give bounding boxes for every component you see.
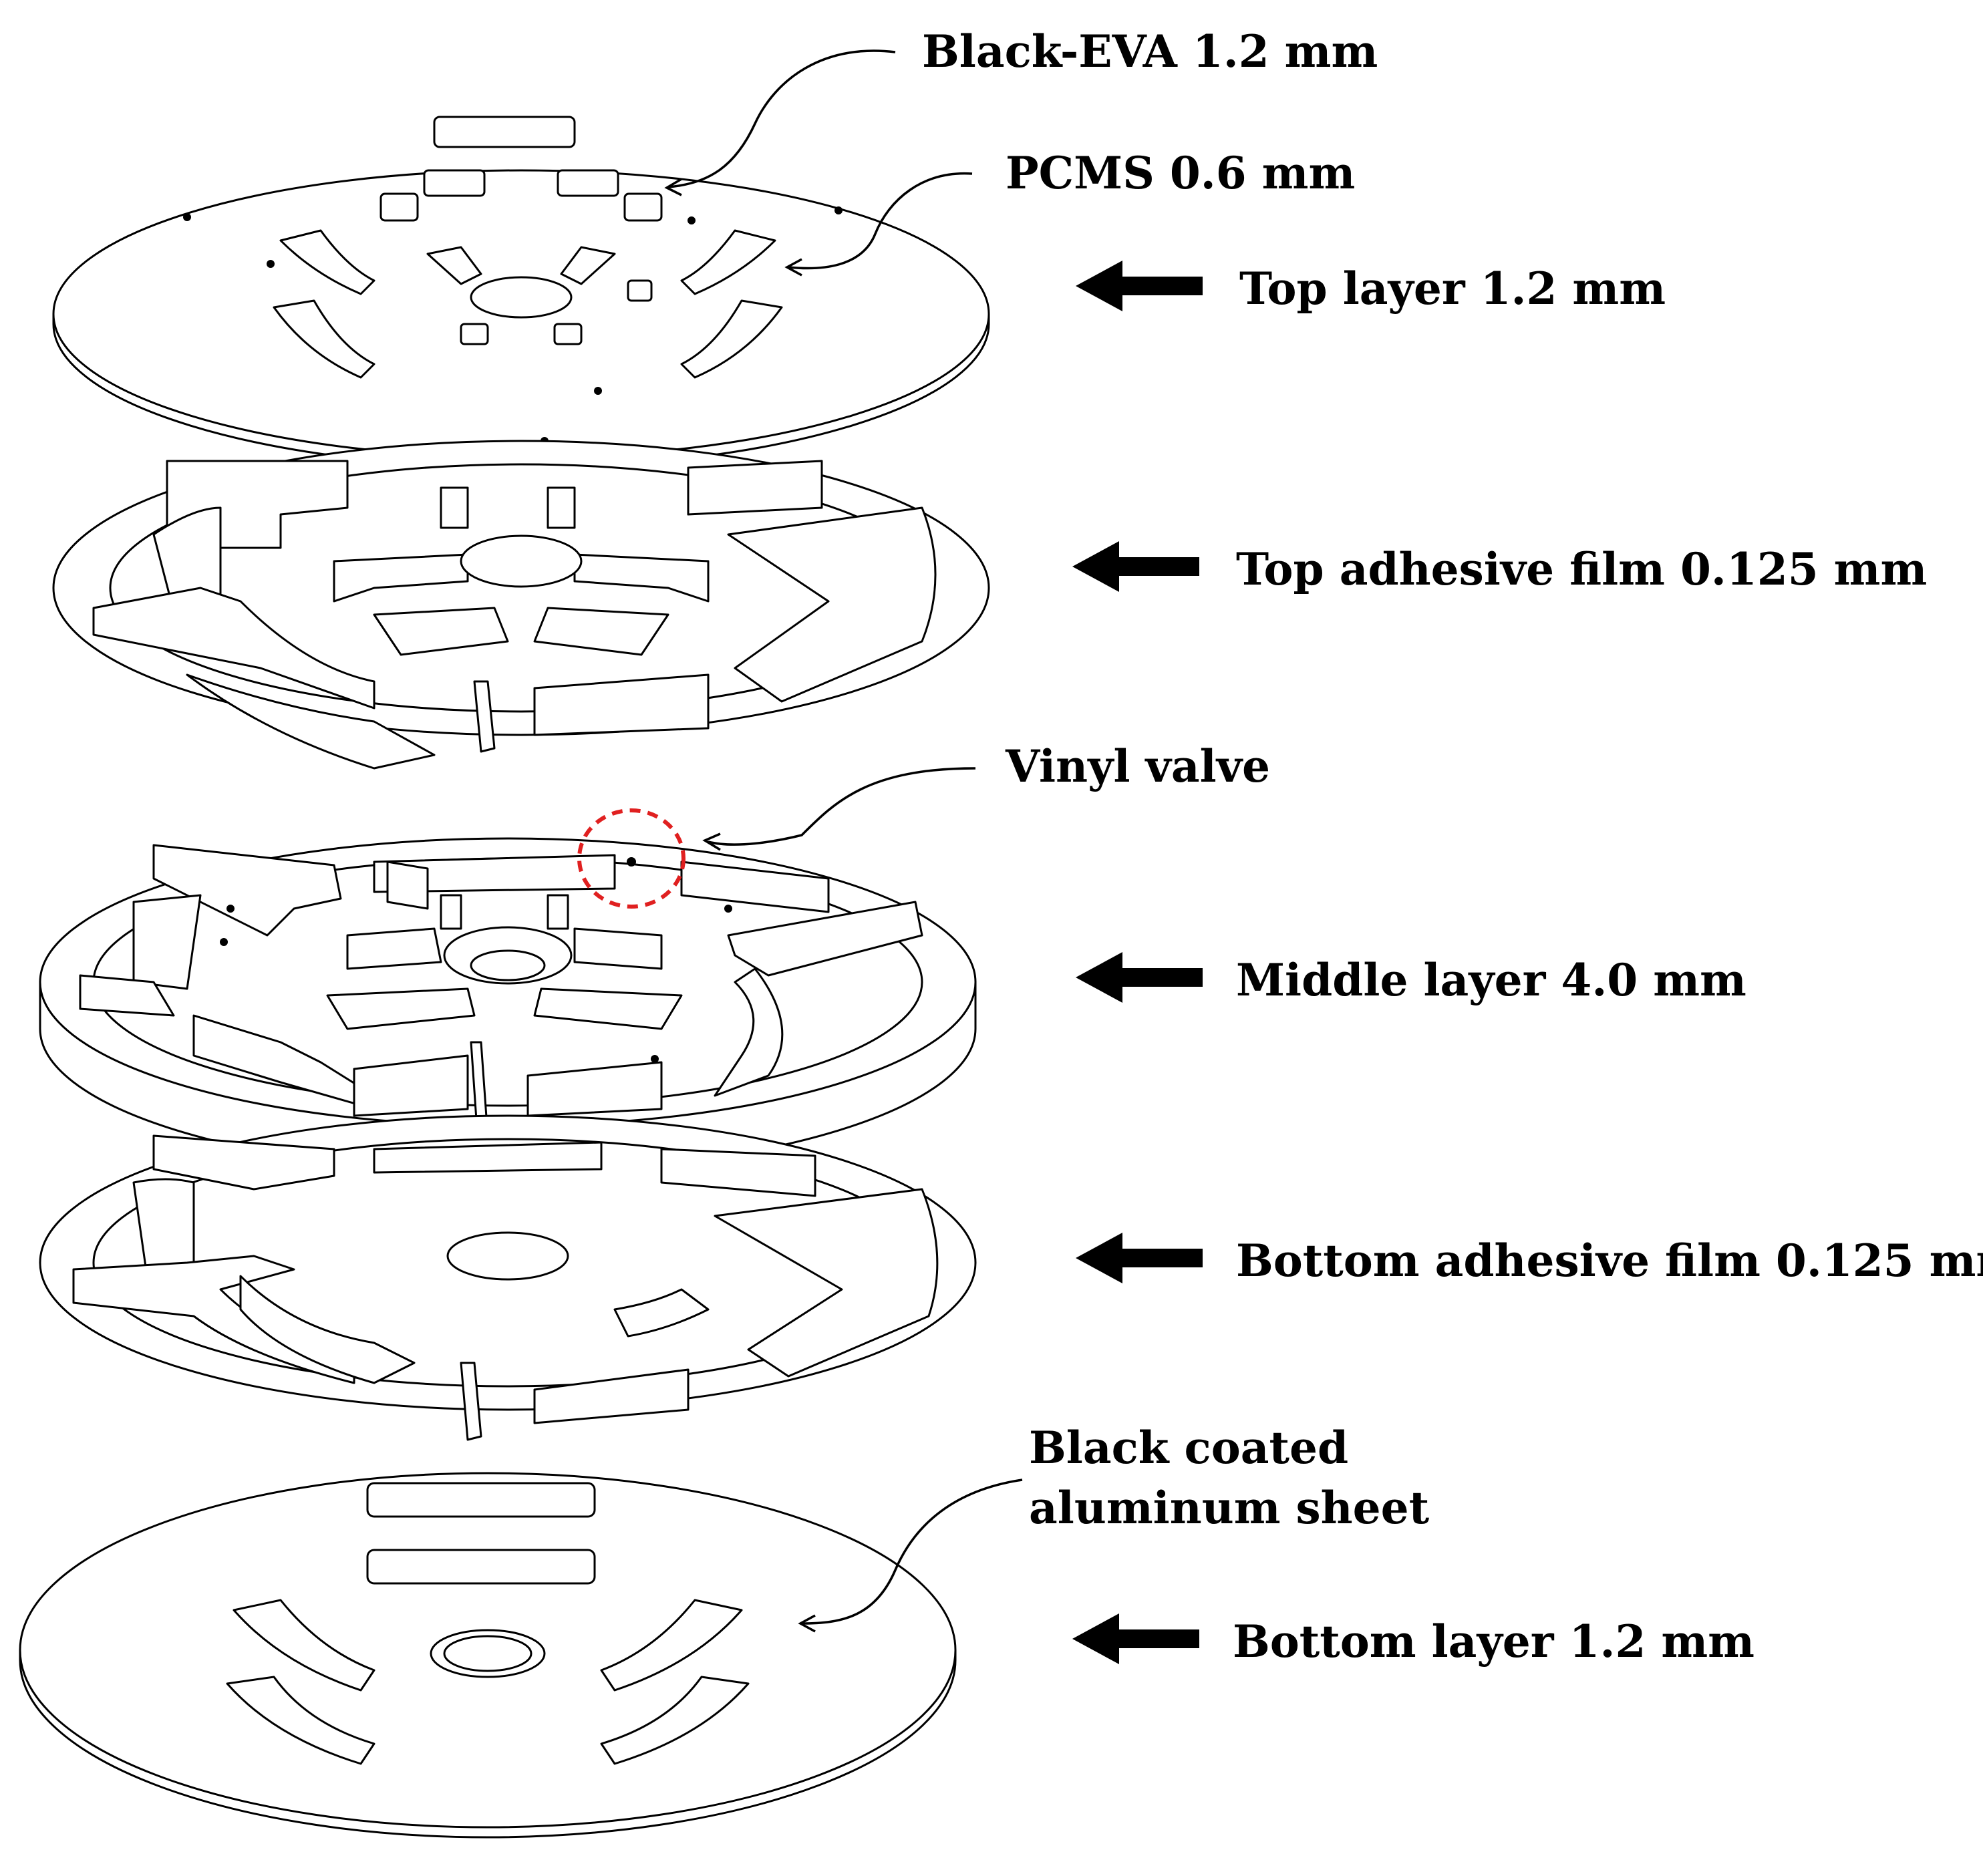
aluminum-leader-arrow [798,1614,816,1633]
pcms-leader [788,172,973,270]
black-eva-leader-arrow [664,178,682,196]
black-eva-leader [667,49,896,188]
top-adhesive-disc [52,440,990,770]
top-layer-label: Top layer 1.2 mm [1239,263,1666,315]
arrow-icon-top-adhesive [1072,541,1199,592]
bottom-layer-disc [19,1472,957,1839]
vinyl-valve-leader [708,767,976,846]
aluminum-label-line2: aluminum sheet [1029,1482,1430,1534]
arrow-icon-bottom-adhesive [1076,1233,1203,1283]
bottom-adhesive-label: Bottom adhesive film 0.125 mm [1236,1235,1983,1287]
arrow-icon-bottom-layer [1072,1613,1199,1664]
top-adhesive-label: Top adhesive film 0.125 mm [1236,543,1927,595]
vinyl-valve-label: Vinyl valve [1005,740,1270,792]
arrow-icon-middle-layer [1076,952,1203,1003]
aluminum-label-line1: Black coated [1029,1422,1348,1474]
pcms-label: PCMS 0.6 mm [1006,147,1355,199]
arrow-icon-top-layer [1076,261,1203,311]
vinyl-valve-highlight [577,808,685,909]
aluminum-leader [801,1478,1023,1625]
pcms-leader-arrow [784,258,802,277]
bottom-layer-label: Bottom layer 1.2 mm [1233,1615,1755,1668]
vinyl-valve-leader-arrow [702,832,721,851]
top-layer-disc [52,116,990,469]
bottom-adhesive-disc [39,1114,977,1441]
middle-layer-label: Middle layer 4.0 mm [1236,954,1746,1006]
black-eva-label: Black-EVA 1.2 mm [922,25,1378,77]
middle-layer-disc [39,837,977,1174]
